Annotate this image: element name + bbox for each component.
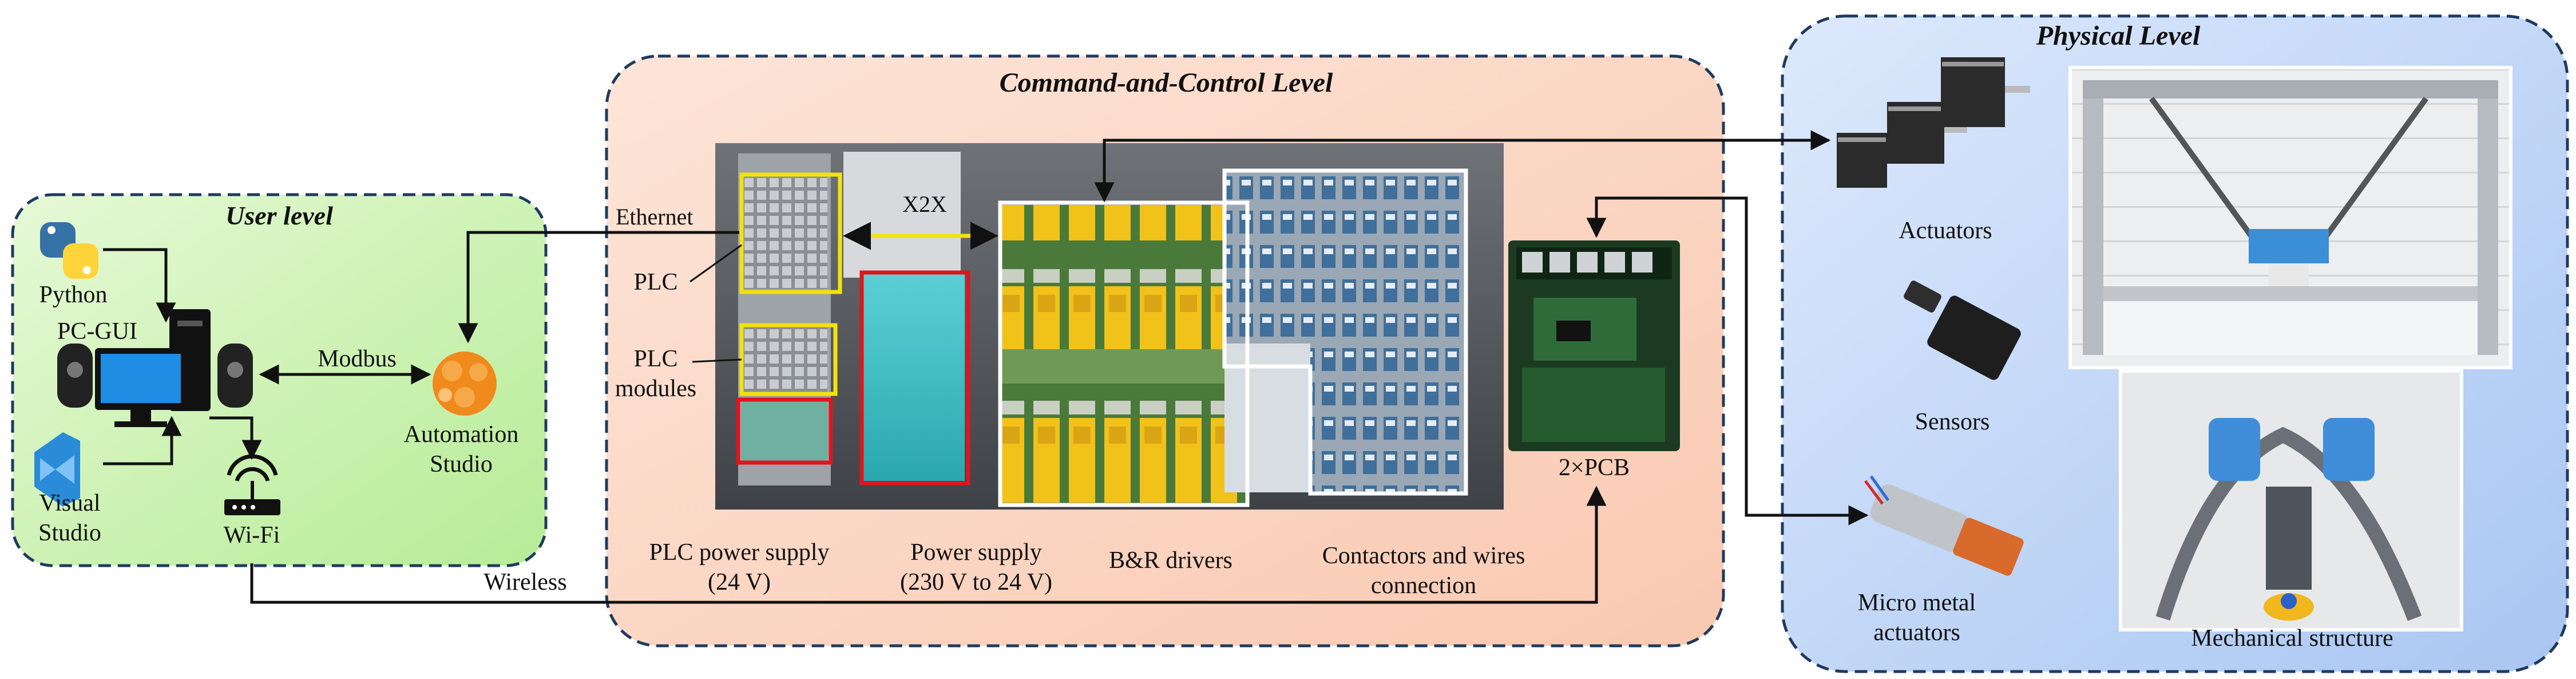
actuators-label: Actuators xyxy=(1899,218,1992,244)
micro-motor-photo xyxy=(1864,475,2024,576)
stepper-motors-photo xyxy=(1837,57,2030,188)
speaker-right-icon xyxy=(217,344,253,408)
vs-to-pc-arrow xyxy=(103,416,182,465)
modbus-label: Modbus xyxy=(318,346,397,372)
python-label: Python xyxy=(39,282,107,308)
x2x-label: X2X xyxy=(902,191,947,217)
plc-highlight xyxy=(739,172,842,294)
plc-label: PLC xyxy=(633,269,677,295)
ethernet-label: Ethernet xyxy=(616,204,693,230)
plc-modules-label-2: modules xyxy=(615,376,696,402)
plc-modules-leader-line xyxy=(692,358,742,363)
ethernet-connection-arrow xyxy=(458,231,739,344)
micro-metal-label-2: actuators xyxy=(1873,619,1960,646)
power-supply-label-1: Power supply xyxy=(910,539,1042,566)
physical-level-title: Physical Level xyxy=(2036,21,2201,51)
pcb-to-micro-actuators-arrow xyxy=(1586,196,1869,526)
pc-gui-label: PC-GUI xyxy=(57,318,137,345)
visual-studio-label-1: Visual xyxy=(39,490,100,516)
wifi-label: Wi-Fi xyxy=(224,522,280,548)
wireless-connection-arrow xyxy=(250,485,1607,604)
plc-power-supply-highlight xyxy=(736,397,833,465)
power-supply-highlight xyxy=(859,270,970,485)
python-logo-icon xyxy=(40,222,98,279)
automation-studio-label-2: Studio xyxy=(430,451,493,477)
user-level-title: User level xyxy=(225,201,333,230)
contactors-label-2: connection xyxy=(1371,573,1476,599)
mechanical-structure-photo xyxy=(2119,369,2463,631)
wireless-label: Wireless xyxy=(484,569,566,595)
contactors-label-1: Contactors and wires xyxy=(1322,543,1525,569)
automation-studio-icon xyxy=(433,352,497,416)
plc-modules-label-1: PLC xyxy=(633,346,677,372)
micro-metal-label-1: Micro metal xyxy=(1858,590,1976,616)
drivers-highlight xyxy=(998,200,1250,507)
drivers-label: B&R drivers xyxy=(1109,547,1232,574)
sensors-label: Sensors xyxy=(1915,409,1990,435)
python-to-pc-arrow xyxy=(103,248,176,323)
pc-to-wifi-arrow xyxy=(209,416,262,460)
mechanical-structure-label: Mechanical structure xyxy=(2191,625,2393,652)
drivers-to-actuators-arrow xyxy=(1094,130,1831,203)
sensor-photo xyxy=(1904,281,2021,380)
visual-studio-icon xyxy=(34,432,80,507)
plc-leader-line xyxy=(689,244,742,283)
visual-studio-label-2: Studio xyxy=(38,520,101,546)
automation-studio-label-1: Automation xyxy=(404,421,519,448)
command-level-title: Command-and-Control Level xyxy=(1000,68,1333,98)
robot-frame-photo xyxy=(2068,66,2512,369)
pcb-label: 2×PCB xyxy=(1559,455,1630,481)
pcb-photo xyxy=(1508,240,1680,451)
power-supply-label-2: (230 V to 24 V) xyxy=(900,569,1052,595)
pc-computer-icon xyxy=(95,309,211,427)
plc-power-label-2: (24 V) xyxy=(708,569,771,595)
plc-power-label-1: PLC power supply xyxy=(649,539,830,566)
speaker-left-icon xyxy=(57,344,93,408)
